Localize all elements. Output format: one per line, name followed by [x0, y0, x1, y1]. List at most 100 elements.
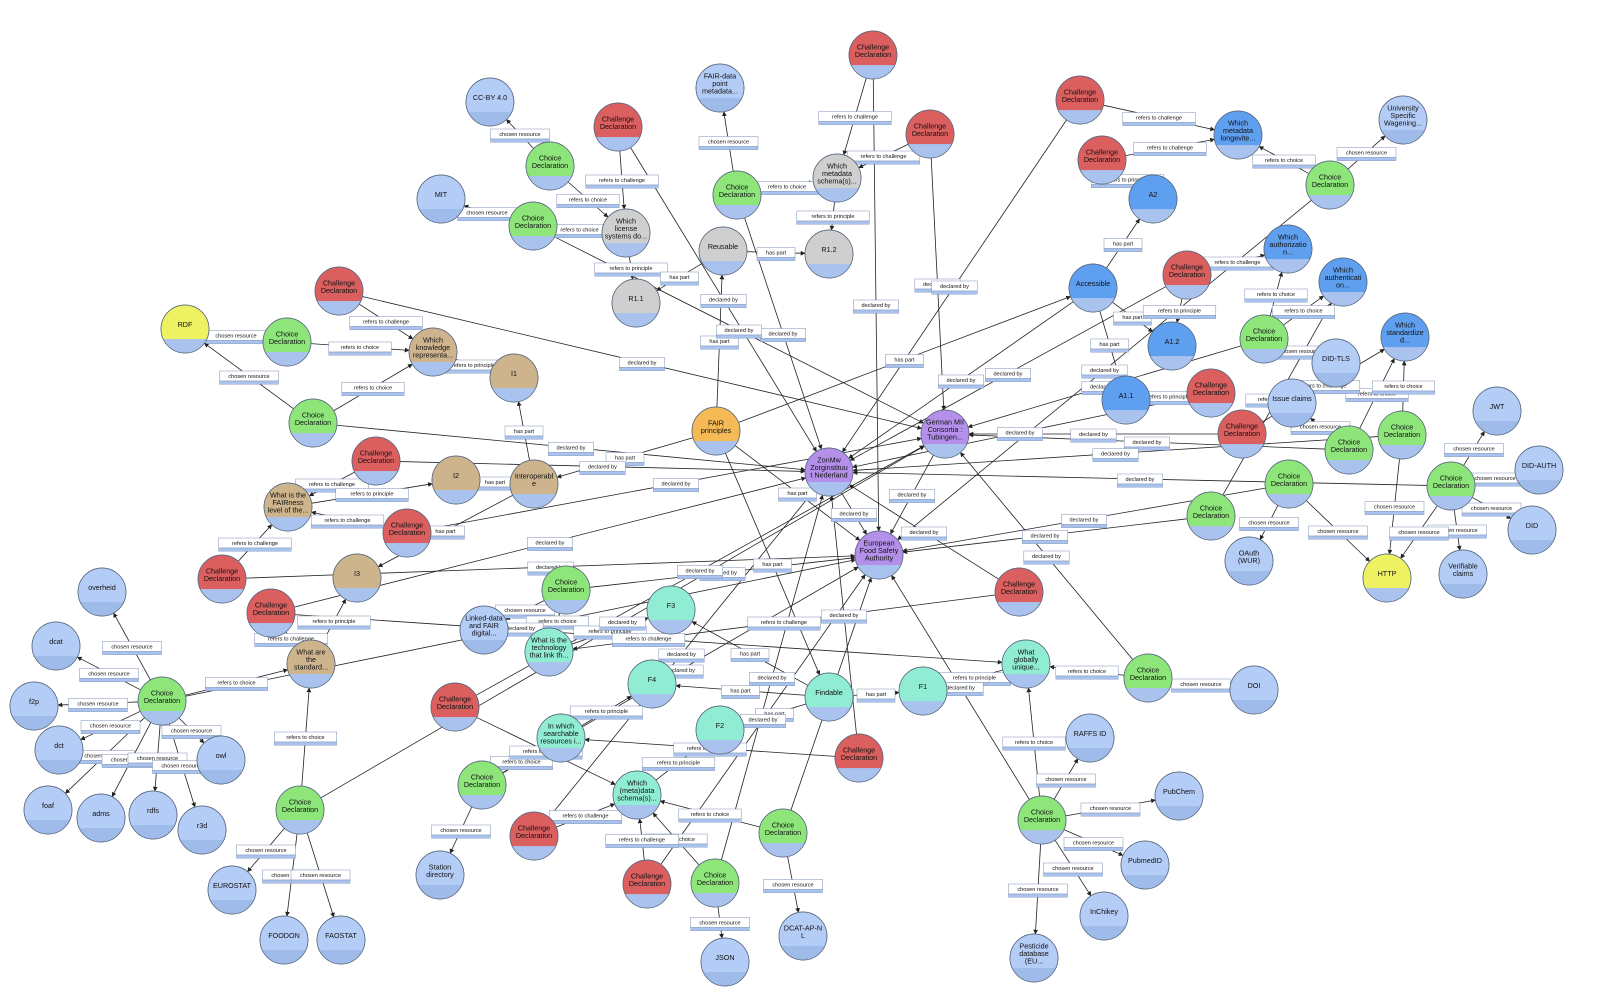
edge-label[interactable]: refers to choice — [274, 731, 337, 746]
edge-label[interactable]: declared by — [619, 357, 665, 371]
node-f2[interactable]: F2 — [695, 705, 745, 764]
edge-label[interactable]: chosen resource — [690, 917, 750, 931]
node-r3d[interactable]: r3d — [177, 805, 227, 864]
node-pubmed[interactable]: PubmedID — [1120, 840, 1170, 899]
node-pubchem[interactable]: PubChem — [1154, 771, 1204, 830]
edge-label[interactable]: refers to principle — [594, 262, 668, 277]
edge-label[interactable]: declared by — [1070, 428, 1117, 443]
node-which_know[interactable]: Whichknowledgerepresenta... — [408, 327, 458, 386]
edge-label[interactable]: declared by — [749, 672, 795, 686]
edge-label[interactable]: refers to choice — [1372, 380, 1435, 395]
edge-label[interactable]: refers to choice — [1055, 665, 1119, 680]
edge-label[interactable]: refers to choice — [328, 341, 392, 356]
edge-label[interactable]: declared by — [1022, 530, 1068, 544]
edge-label[interactable]: chosen resource — [1364, 501, 1425, 515]
node-ccby[interactable]: CC-BY 4.0 — [465, 77, 515, 136]
edge-label[interactable]: refers to challenge — [349, 316, 423, 330]
edge-label[interactable]: refers to challenge — [548, 810, 623, 824]
edge-label[interactable]: refers to challenge — [310, 514, 385, 529]
node-eurostat[interactable]: EUROSTAT — [207, 865, 257, 924]
node-overheid[interactable]: overheid — [77, 567, 127, 626]
edge-label[interactable]: declared by — [1092, 448, 1139, 462]
edge-label[interactable]: declared by — [985, 368, 1031, 382]
edge-label[interactable]: chosen resource — [1080, 802, 1141, 817]
node-json[interactable]: JSON — [700, 937, 750, 996]
edge-label[interactable]: declared by — [760, 328, 806, 342]
edge-label[interactable]: chosen resource — [490, 128, 550, 143]
edge-label[interactable]: refers to choice — [341, 382, 405, 396]
node-dcat[interactable]: dcat — [31, 621, 81, 680]
node-what_glob[interactable]: Whatgloballyunique... — [1001, 639, 1051, 698]
node-i2[interactable]: I2 — [431, 455, 481, 514]
edge-label[interactable]: declared by — [1081, 364, 1128, 379]
node-findable[interactable]: Findable — [804, 672, 854, 731]
edge-label[interactable]: refers to choice — [205, 677, 268, 691]
edge-label[interactable]: chosen resource — [431, 824, 491, 839]
edge-label[interactable]: refers to choice — [556, 194, 620, 208]
edge-label[interactable]: has part — [660, 271, 699, 286]
edge-label[interactable]: declared by — [527, 537, 573, 551]
edge-label[interactable]: refers to choice — [1002, 736, 1066, 751]
edge-label[interactable]: declared by — [997, 427, 1043, 441]
node-dct[interactable]: dct — [34, 725, 84, 784]
edge-label[interactable]: chosen resource — [1389, 526, 1449, 541]
edge-label[interactable]: declared by — [938, 374, 984, 389]
edge-label[interactable]: refers to challenge — [1200, 256, 1275, 271]
edge-label[interactable]: declared by — [1061, 514, 1107, 528]
node-foaf[interactable]: foaf — [23, 785, 73, 844]
edge-label[interactable]: declared by — [677, 565, 723, 579]
edge-label[interactable]: chosen resource — [68, 698, 128, 712]
edge-label[interactable]: refers to principle — [641, 757, 716, 771]
edge-label[interactable]: chosen resource — [763, 879, 823, 893]
node-adms[interactable]: adms — [76, 793, 126, 852]
edge-label[interactable]: has part — [730, 648, 770, 662]
edge-label[interactable]: declared by — [740, 714, 786, 728]
edge-label[interactable]: has part — [426, 525, 465, 540]
edge-label[interactable]: refers to principle — [569, 705, 644, 720]
node-univ[interactable]: UniversitySpecificWagening... — [1378, 95, 1428, 154]
edge-label[interactable]: refers to principle — [335, 488, 409, 502]
edge-label[interactable]: chosen resource — [219, 370, 279, 385]
edge-label[interactable]: declared by — [599, 616, 646, 631]
edge-label[interactable]: chosen resource — [1461, 502, 1522, 517]
node-which_meta[interactable]: Which(meta)dataschema(s)... — [612, 770, 662, 829]
node-did[interactable]: DID — [1507, 505, 1557, 564]
node-fairdp[interactable]: FAIR-datapointmetadata... — [695, 63, 745, 122]
edge-label[interactable]: chosen resource — [1036, 773, 1096, 788]
node-what_std[interactable]: What arethestandard... — [286, 639, 336, 698]
edge-label[interactable]: refers to principle — [297, 615, 371, 630]
edge-label[interactable]: has part — [1103, 238, 1143, 252]
edge-label[interactable]: refers to choice — [1252, 154, 1316, 169]
edge-label[interactable]: has part — [753, 558, 792, 573]
node-oauth[interactable]: OAuth(WUR) — [1224, 536, 1274, 595]
node-i1[interactable]: I1 — [489, 353, 539, 412]
edge-label[interactable]: declared by — [658, 648, 705, 663]
node-inchi[interactable]: InChikey — [1079, 891, 1129, 950]
edge-label[interactable]: chosen resource — [1043, 862, 1103, 877]
node-raffs[interactable]: RAFFS ID — [1065, 713, 1115, 772]
edge-label[interactable]: declared by — [889, 489, 935, 503]
